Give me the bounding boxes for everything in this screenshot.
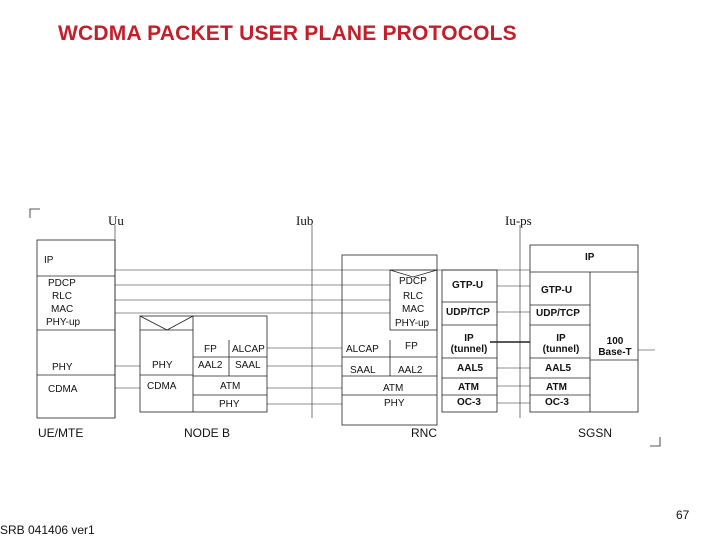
sgsn-ip-tunnel-label: IP (tunnel) xyxy=(542,333,580,355)
corner-mark-top-left xyxy=(29,208,40,218)
rnc-box xyxy=(341,254,438,426)
ue-phyup-label: PHY-up xyxy=(46,317,81,328)
rnc-oc3-label: OC-3 xyxy=(457,397,481,408)
rnc-pdcp-label: PDCP xyxy=(399,276,427,287)
page-number: 67 xyxy=(676,508,690,522)
nodeb-fp-label: FP xyxy=(204,344,217,355)
sgsn-ip-label: IP xyxy=(585,252,595,263)
sgsn-ethernet-label: 100 Base-T xyxy=(598,336,632,358)
rnc-atm-label: ATM xyxy=(383,383,404,394)
sgsn-box xyxy=(529,244,639,413)
ue-mac-label: MAC xyxy=(51,304,74,315)
rnc-aal2-label: AAL2 xyxy=(398,365,423,376)
ue-rlc-label: RLC xyxy=(52,291,73,302)
rnc-saal-label: SAAL xyxy=(350,365,376,376)
footer-text: SRB 041406 ver1 xyxy=(0,523,95,537)
nodeb-node-name: NODE B xyxy=(184,426,231,440)
interface-uu-label: Uu xyxy=(108,213,124,228)
rnc-phy-label: PHY xyxy=(384,398,405,409)
sgsn-aal5-label: AAL5 xyxy=(545,363,572,374)
page-title: WCDMA PACKET USER PLANE PROTOCOLS xyxy=(58,22,517,45)
rnc-aal5-label: AAL5 xyxy=(457,363,484,374)
rnc-phyup-label: PHY-up xyxy=(395,318,430,329)
rnc-rlc-label: RLC xyxy=(403,291,424,302)
ue-ip-label: IP xyxy=(44,255,54,266)
ue-cdma-label: CDMA xyxy=(48,384,78,395)
nodeb-alcap-label: ALCAP xyxy=(232,344,265,355)
sgsn-udptcp-label: UDP/TCP xyxy=(536,308,580,319)
sgsn-atm-label: ATM xyxy=(546,382,567,393)
nodeb-phy-label: PHY xyxy=(152,360,173,371)
nodeb-atm-label: ATM xyxy=(220,381,241,392)
corner-mark-bottom-right xyxy=(650,437,661,447)
interface-iups-label: Iu-ps xyxy=(505,213,532,228)
ue-pdcp-label: PDCP xyxy=(48,278,76,289)
ue-phy-label: PHY xyxy=(52,362,73,373)
nodeb-aal2-label: AAL2 xyxy=(198,360,223,371)
rnc-ip-tunnel-label: IP (tunnel) xyxy=(450,333,488,355)
rnc-mac-label: MAC xyxy=(402,304,425,315)
nodeb-phy2-label: PHY xyxy=(219,399,240,410)
rnc-udptcp-label: UDP/TCP xyxy=(446,307,490,318)
nodeb-cdma-label: CDMA xyxy=(147,381,177,392)
rnc-atm2-label: ATM xyxy=(458,382,479,393)
sgsn-node-name: SGSN xyxy=(578,426,613,440)
rnc-node-name: RNC xyxy=(411,426,437,440)
nodeb-saal-label: SAAL xyxy=(235,360,261,371)
sgsn-gtpu-label: GTP-U xyxy=(541,285,573,296)
sgsn-oc3-label: OC-3 xyxy=(545,397,569,408)
nodeb-box xyxy=(139,315,268,413)
rnc-alcap-label: ALCAP xyxy=(346,344,379,355)
ue-node-name: UE/MTE xyxy=(38,426,84,440)
rnc-gtpu-label: GTP-U xyxy=(452,280,484,291)
interface-iub-label: Iub xyxy=(296,213,314,228)
rnc-fp-label: FP xyxy=(405,341,418,352)
